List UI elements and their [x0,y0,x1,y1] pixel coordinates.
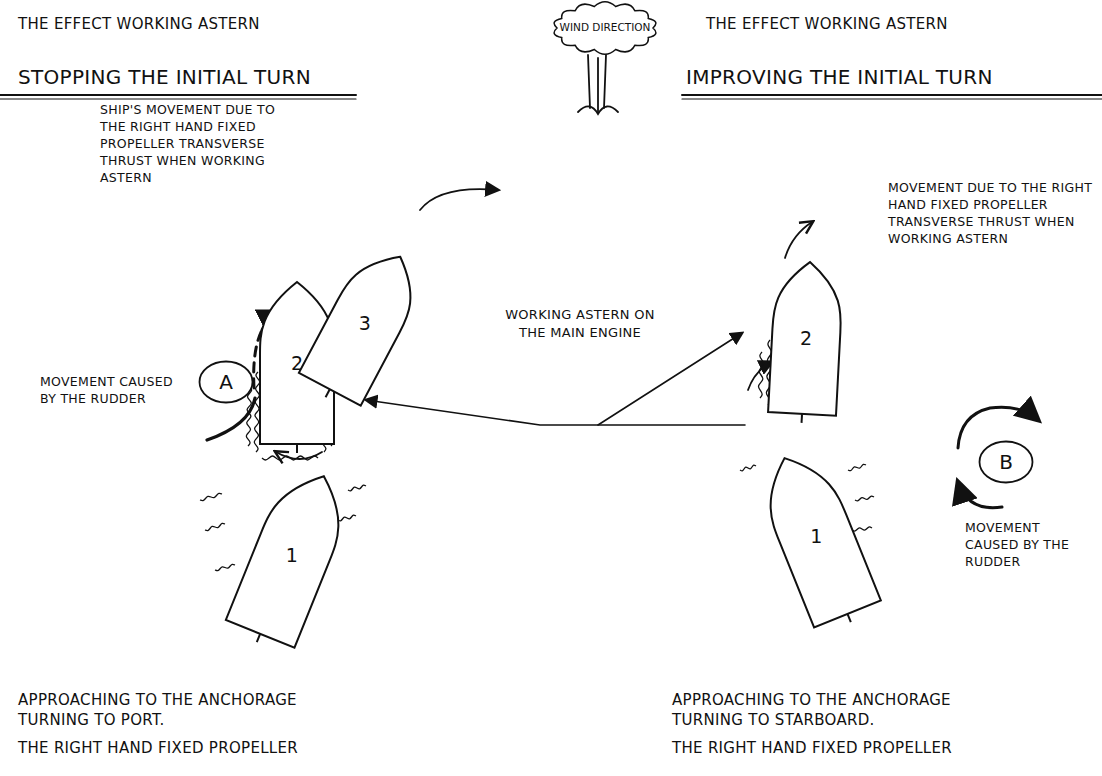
ship-number: 1 [286,545,298,566]
propeller-wash [338,515,356,521]
callout-letter: A [219,371,233,393]
turn-arrow [785,222,812,258]
stern-swing-arrow [748,362,772,390]
heading-underline [682,94,1102,96]
leader-arrow [598,333,742,425]
propeller-wash [200,493,222,500]
propeller-wash [205,523,225,530]
callout-circle: A [198,360,254,404]
wind-label: WIND DIRECTION [560,22,651,34]
ship-number: 2 [800,328,812,349]
wind-arrow [588,55,606,112]
ship-hull: 1 [751,445,881,628]
propeller-wash [262,456,318,460]
callout-note: WORKING ASTERN ON THE MAIN ENGINE [500,306,660,341]
caption-note: THE RIGHT HAND FIXED PROPELLER [18,738,358,758]
propeller-wash [348,485,366,491]
rudder-arrow [958,482,1002,508]
heading-underline [682,98,1102,99]
propeller-wash [215,564,235,570]
callout-circle: B [978,440,1034,484]
wind-arrow [578,106,618,114]
propeller-wash [758,352,763,398]
caption-note: APPROACHING TO THE ANCHORAGE TURNING TO … [18,690,338,731]
page-title: THE EFFECT WORKING ASTERN [706,14,1036,34]
callout-note: SHIP'S MOVEMENT DUE TO THE RIGHT HAND FI… [100,102,305,186]
heading-underline [0,94,356,96]
propeller-wash [848,464,866,470]
ship-number: 1 [810,526,822,547]
caption-note: APPROACHING TO THE ANCHORAGE TURNING TO … [672,690,1002,731]
page-title: THE EFFECT WORKING ASTERN [18,14,348,34]
heading-underline [0,98,356,99]
propeller-wash [254,372,259,452]
propeller-wash [852,527,872,531]
propeller-wash [855,496,874,501]
leader-arrow [366,400,745,425]
section-heading: STOPPING THE INITIAL TURN [18,64,358,91]
propeller-wash [740,465,756,471]
ship-hull: 1 [226,462,358,647]
callout-note: MOVEMENT CAUSED BY THE RUDDER [40,374,175,408]
callout-note: MOVEMENT CAUSED BY THE RUDDER [965,520,1080,571]
ship-number: 3 [359,313,371,334]
ship-hull: 2 [768,260,844,415]
caption-note: THE RIGHT HAND FIXED PROPELLER [672,738,1012,758]
callout-letter: B [999,451,1013,473]
section-heading: IMPROVING THE INITIAL TURN [686,64,1086,91]
callout-note: MOVEMENT DUE TO THE RIGHT HAND FIXED PRO… [888,180,1093,248]
wind-cloud: WIND DIRECTION [553,2,657,54]
turn-arrow [420,189,498,210]
